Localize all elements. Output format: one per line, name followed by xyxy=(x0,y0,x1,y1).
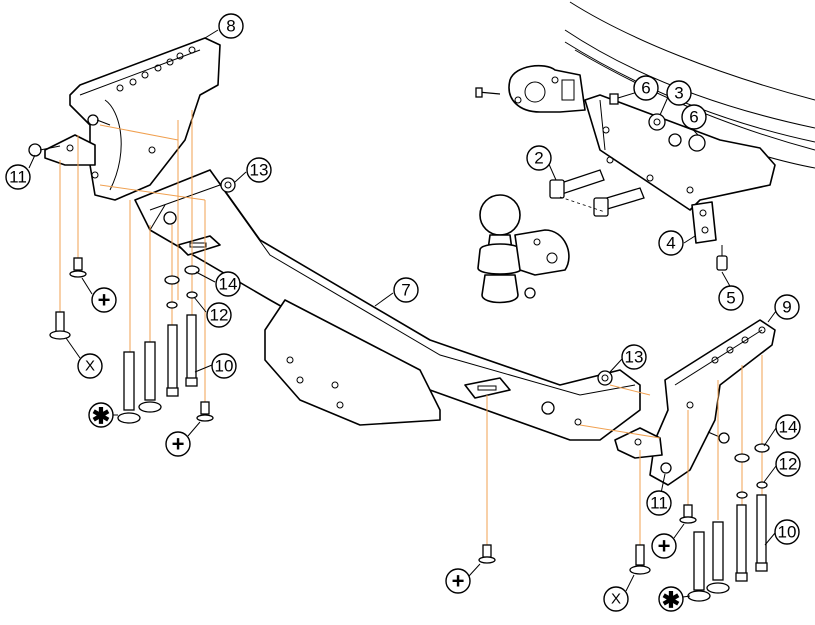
left-bolts-10 xyxy=(166,314,198,397)
leader-lines xyxy=(28,29,777,546)
socket-plate xyxy=(508,64,586,113)
callout-13-right-label: 13 xyxy=(625,348,644,367)
star-symbol: ✱ xyxy=(92,404,110,429)
callout-9-label: 9 xyxy=(782,298,791,317)
callout-7: 7 xyxy=(393,277,419,303)
callout-8-label: 8 xyxy=(226,17,235,36)
assembly-guides-left xyxy=(59,110,206,405)
callout-11-right-label: 11 xyxy=(650,494,668,513)
left-bolt-plus xyxy=(69,257,87,278)
callout-8: 8 xyxy=(218,13,244,39)
callout-7-label: 7 xyxy=(401,281,410,300)
symbol-star-right: ✱ xyxy=(658,586,684,613)
right-bolt-top xyxy=(707,431,730,444)
nut-13-left xyxy=(220,177,236,193)
left-bolt-x xyxy=(49,311,71,340)
callout-14-left: 14 xyxy=(215,271,241,297)
plus-symbol: + xyxy=(658,534,671,559)
left-bracket-8 xyxy=(69,37,221,201)
rear-mount-plate xyxy=(584,94,776,211)
x-symbol: X xyxy=(85,358,95,375)
callout-2: 2 xyxy=(526,145,552,171)
callout-6-lower-label: 6 xyxy=(689,108,698,127)
nut-6-lower xyxy=(668,133,706,152)
plus-symbol: + xyxy=(172,432,185,457)
bolt-2-upper xyxy=(549,169,605,199)
plate-4 xyxy=(691,201,717,244)
right-bolts-star xyxy=(687,521,730,602)
nut-13-right xyxy=(597,370,613,386)
symbol-plus-right: + xyxy=(651,533,677,559)
nut-3 xyxy=(648,113,666,131)
callout-10-right-label: 10 xyxy=(778,523,797,542)
callout-14-right-label: 14 xyxy=(779,418,798,437)
right-bolt-plus xyxy=(679,504,697,524)
callout-13-right: 13 xyxy=(621,344,647,370)
bolt-5 xyxy=(716,245,728,271)
nut-6-upper xyxy=(609,93,619,105)
callout-4-label: 4 xyxy=(666,234,675,253)
callout-14-left-label: 14 xyxy=(219,275,238,294)
callout-11-left-label: 11 xyxy=(9,168,27,187)
callout-9: 9 xyxy=(774,294,800,320)
symbol-x-left: X xyxy=(77,353,103,379)
callout-5-label: 5 xyxy=(726,289,735,308)
callout-3: 3 xyxy=(666,80,692,106)
right-bolt-11 xyxy=(660,462,672,474)
callout-10-left-label: 10 xyxy=(215,357,234,376)
left-l-plate xyxy=(44,134,96,166)
left-bolt-plus-2 xyxy=(196,401,214,422)
callout-5: 5 xyxy=(718,285,744,311)
x-symbol: X xyxy=(611,591,621,608)
symbol-plus-left-top: + xyxy=(91,287,117,313)
right-l-plate xyxy=(614,427,663,459)
left-bolt-top xyxy=(87,114,111,126)
plus-symbol: + xyxy=(452,569,465,594)
callout-2-label: 2 xyxy=(534,149,543,168)
callout-10-right: 10 xyxy=(774,519,800,545)
right-bracket-9 xyxy=(649,319,776,486)
callout-3-label: 3 xyxy=(674,84,683,103)
symbol-star-left: ✱ xyxy=(88,402,114,429)
callout-10-left: 10 xyxy=(211,353,237,379)
star-symbol: ✱ xyxy=(662,588,680,613)
right-bolts-10 xyxy=(735,494,768,582)
tow-ball-assembly xyxy=(477,194,570,304)
symbol-x-right: X xyxy=(603,586,629,612)
socket-bolt xyxy=(475,87,501,98)
center-hitch-bracket xyxy=(264,299,441,426)
center-bolt-plus xyxy=(478,544,496,564)
callout-6-upper: 6 xyxy=(633,75,659,101)
plus-symbol: + xyxy=(98,288,111,313)
symbol-plus-left-bottom: + xyxy=(165,431,191,457)
callout-12-right-label: 12 xyxy=(779,455,798,474)
callout-13-left-label: 13 xyxy=(250,161,269,180)
bolt-2-lower xyxy=(593,187,645,217)
callout-6-lower: 6 xyxy=(681,104,707,130)
right-bolt-x xyxy=(629,544,651,575)
callout-11-left: 11 xyxy=(5,164,31,190)
beam-slot-plate-left xyxy=(177,235,221,256)
callout-12-left-label: 12 xyxy=(210,306,229,325)
left-bolts-star xyxy=(117,341,162,424)
symbol-plus-center: + xyxy=(445,568,471,594)
callout-11-right: 11 xyxy=(646,490,672,516)
assembly-guides-right xyxy=(486,355,763,545)
callout-13-left: 13 xyxy=(246,157,272,183)
callout-14-right: 14 xyxy=(775,414,801,440)
callout-12-right: 12 xyxy=(775,451,801,477)
callout-4: 4 xyxy=(658,230,684,256)
left-washers xyxy=(164,265,200,309)
callout-6-upper-label: 6 xyxy=(641,79,650,98)
callout-12-left: 12 xyxy=(206,302,232,328)
beam-slot-plate-right xyxy=(464,377,511,399)
right-washers xyxy=(734,443,770,499)
